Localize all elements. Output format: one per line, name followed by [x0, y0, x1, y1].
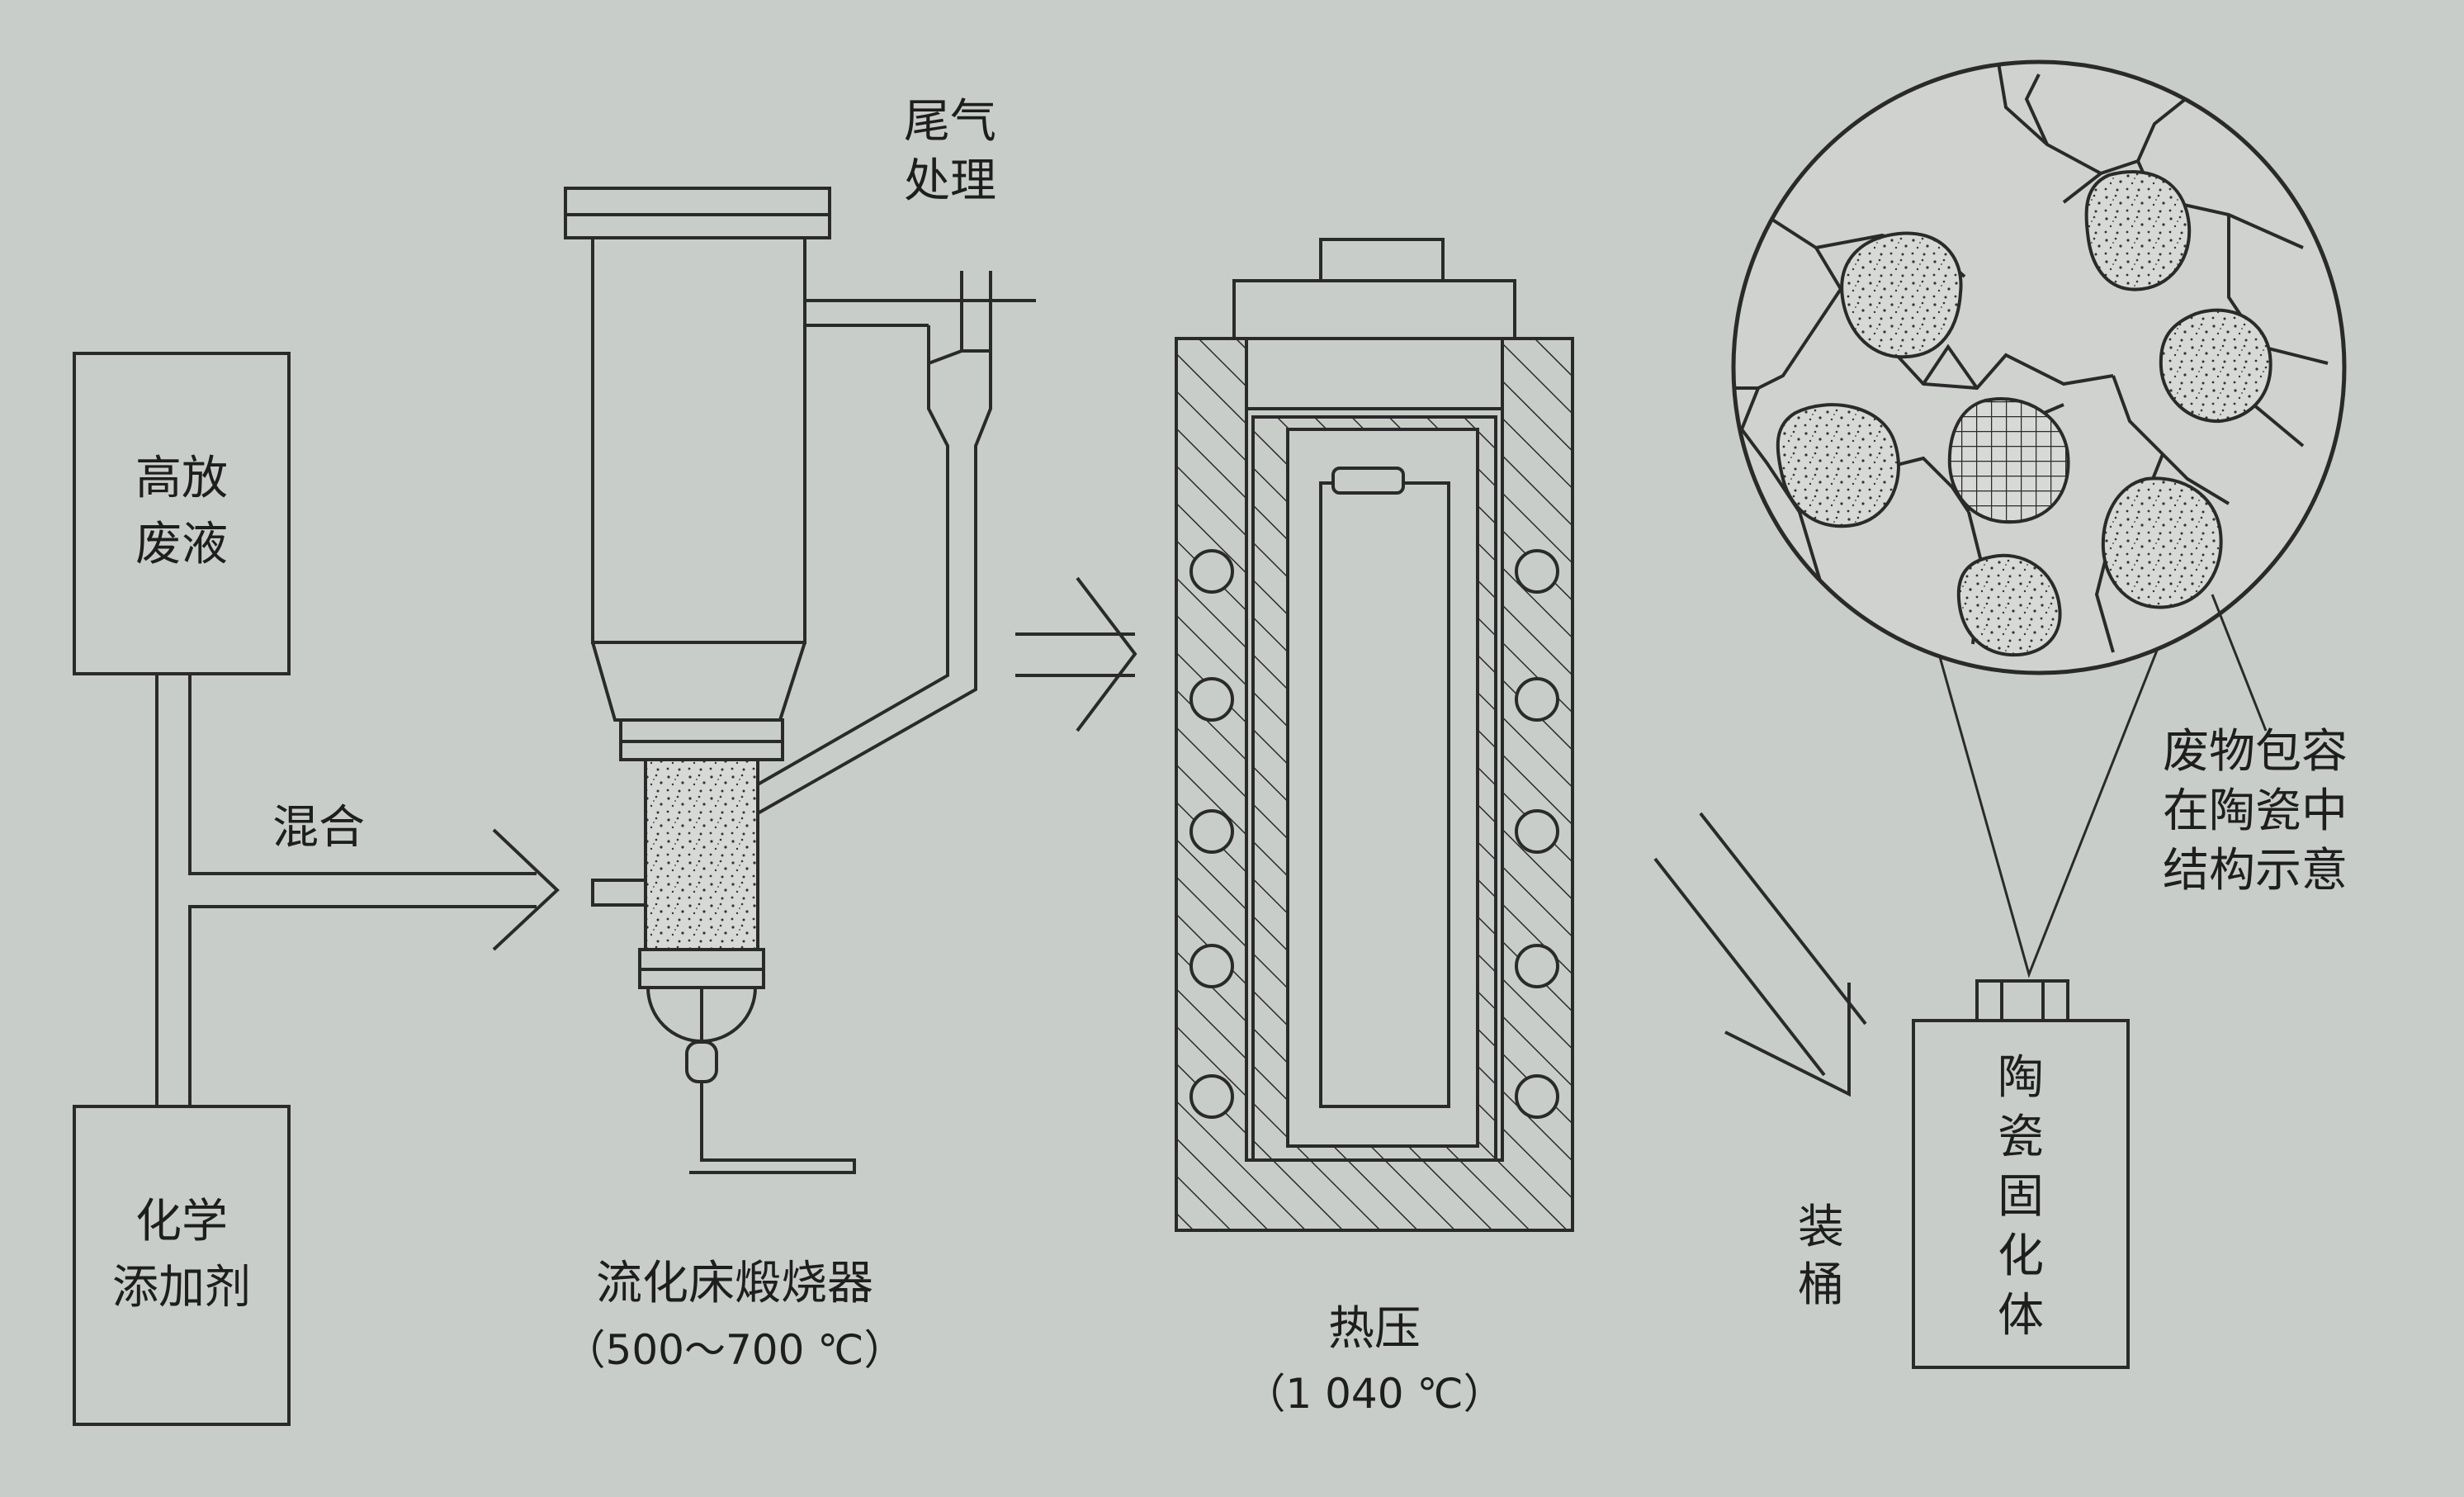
calciner-temp: （500～700 ℃）	[564, 1326, 906, 1374]
canning-label: 装桶	[1798, 1201, 1844, 1312]
calciner	[564, 187, 856, 1174]
ceramic-product	[1912, 979, 2130, 1369]
hotpress-name: 热压	[1328, 1302, 1421, 1356]
additive-tank	[73, 1105, 291, 1426]
mix-arrow	[492, 828, 560, 951]
product-label: 陶瓷固化体	[1998, 1051, 2044, 1343]
heater-elements	[1189, 549, 1559, 1119]
waste-particles	[1776, 170, 2272, 657]
mixing-pipes	[155, 674, 537, 1106]
arrow-to-canning	[1653, 812, 1867, 1097]
arrow-to-hotpress	[1015, 576, 1137, 732]
hot-press	[1175, 238, 1574, 1232]
microstructure-view	[1731, 59, 2347, 732]
hotpress-temp: （1 040 ℃）	[1244, 1370, 1505, 1418]
calciner-name: 流化床煅烧器	[596, 1257, 873, 1310]
hlw-label: 高放 废液	[135, 452, 228, 571]
hlw-tank	[73, 352, 291, 675]
offgas-label: 尾气 处理	[904, 95, 996, 208]
offgas-line	[757, 271, 1036, 815]
additive-label: 化学 添加剂	[112, 1195, 251, 1315]
magnifier-lines	[1930, 627, 2164, 978]
callout-label: 废物包容 在陶瓷中 结构示意	[2163, 725, 2348, 898]
mix-label: 混合	[272, 801, 365, 855]
